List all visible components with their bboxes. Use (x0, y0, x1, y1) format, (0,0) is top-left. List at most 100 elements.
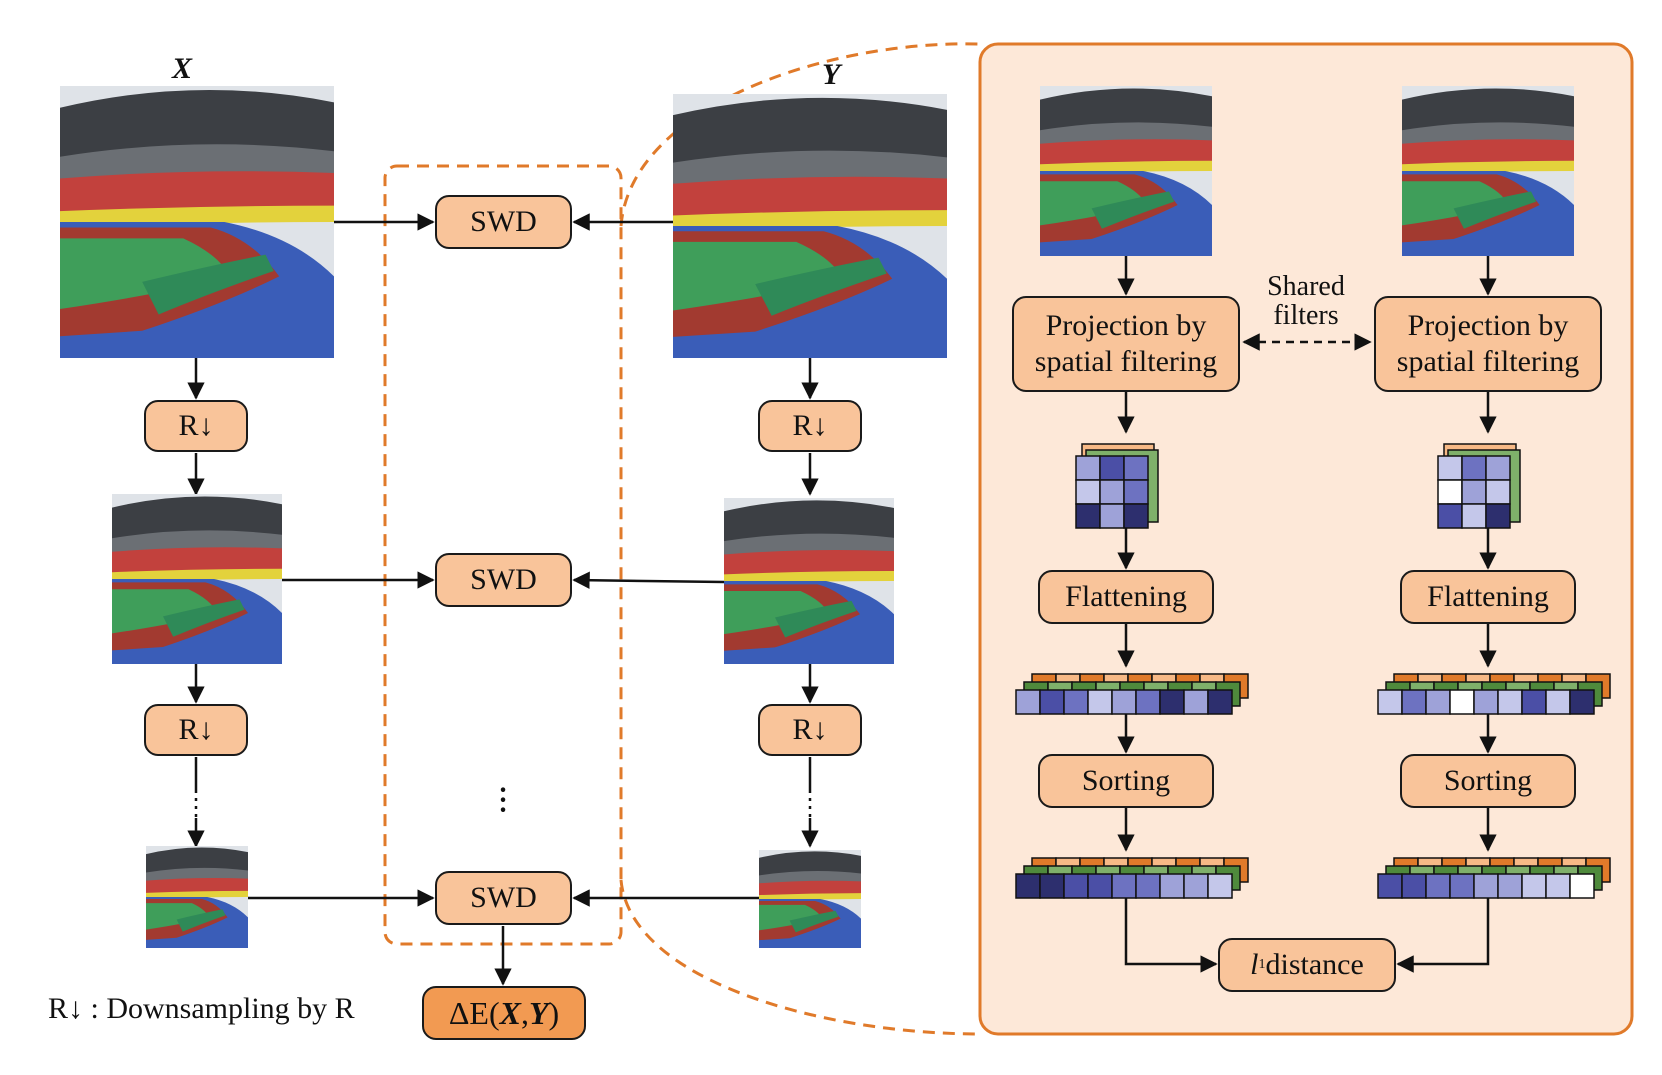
strip-cell-sorted-left (1183, 873, 1209, 899)
feature-cell-left (1123, 479, 1149, 505)
strip-cell-flat-left (1183, 689, 1209, 715)
result-x: X (499, 994, 521, 1031)
zoom-curve-bottom (619, 879, 981, 1036)
strip-cell-flat-left (1207, 689, 1233, 715)
shared-line1: Shared (1267, 271, 1345, 302)
result-comma: , (520, 994, 529, 1031)
feature-map-layer (1015, 443, 1611, 899)
strip-cell-flat-right (1497, 689, 1523, 715)
image-detail-y (1402, 86, 1574, 256)
image-x-down1 (112, 494, 282, 664)
strip-cell-flat-right (1473, 689, 1499, 715)
feature-cell-left (1075, 455, 1101, 481)
image-x (60, 86, 334, 358)
strip-cell-flat-left (1087, 689, 1113, 715)
image-y-down2 (759, 850, 861, 948)
projection-node-left: Projection by spatial filtering (1012, 296, 1240, 392)
strip-cell-flat-right (1377, 689, 1403, 715)
strip-cell-flat-right (1569, 689, 1595, 715)
strip-cell-sorted-left (1135, 873, 1161, 899)
result-delta-e: ΔE(X,Y) (422, 986, 586, 1040)
strip-cell-flat-right (1449, 689, 1475, 715)
shared-line2: filters (1273, 300, 1339, 332)
strip-cell-sorted-left (1111, 873, 1137, 899)
strip-cell-flat-left (1111, 689, 1137, 715)
label-x: X (172, 52, 193, 85)
strip-cell-flat-right (1545, 689, 1571, 715)
strip-cell-flat-left (1159, 689, 1185, 715)
l1-letter: l (1250, 948, 1259, 981)
zoom-curve (619, 42, 981, 227)
legend-downsampling: R↓ : Downsampling by R (48, 992, 355, 1025)
swd-ellipsis: ··· (498, 775, 508, 826)
strip-cell-sorted-right (1401, 873, 1427, 899)
feature-cell-right (1485, 503, 1511, 529)
feature-cell-right (1461, 479, 1487, 505)
downsample-x-2: R↓ (144, 704, 248, 756)
swd-node-3: SWD (435, 871, 572, 925)
l1-index: 1 (1258, 956, 1266, 972)
result-prefix: ΔE( (448, 994, 500, 1031)
feature-cell-left (1123, 503, 1149, 529)
feature-cell-right (1461, 455, 1487, 481)
feature-cell-left (1099, 479, 1125, 505)
feature-cell-left (1075, 479, 1101, 505)
image-y (673, 94, 947, 358)
l1-rest: distance (1265, 948, 1364, 981)
swd-node-2: SWD (435, 553, 572, 607)
projection-node-right: Projection by spatial filtering (1374, 296, 1602, 392)
projection-right-line2: spatial filtering (1396, 345, 1580, 378)
detail-arrow-l1-right (1396, 893, 1490, 973)
strip-cell-sorted-left (1015, 873, 1041, 899)
image-y-down1 (724, 498, 894, 664)
image-x-down2 (146, 846, 248, 948)
feature-cell-right (1437, 503, 1463, 529)
swd-node-1: SWD (435, 195, 572, 249)
strip-cell-sorted-right (1449, 873, 1475, 899)
feature-cell-right (1437, 479, 1463, 505)
result-y: Y (528, 994, 549, 1031)
strip-cell-sorted-right (1425, 873, 1451, 899)
feature-cell-left (1099, 455, 1125, 481)
sorting-node-left: Sorting (1038, 754, 1214, 808)
strip-cell-sorted-left (1087, 873, 1113, 899)
downsample-y-1: R↓ (758, 400, 862, 452)
sorting-node-right: Sorting (1400, 754, 1576, 808)
strip-cell-flat-right (1425, 689, 1451, 715)
shared-filters-label: Shared filters (1251, 272, 1361, 331)
strip-cell-flat-left (1015, 689, 1041, 715)
strip-cell-sorted-left (1039, 873, 1065, 899)
downsample-x-1: R↓ (144, 400, 248, 452)
strip-cell-flat-left (1135, 689, 1161, 715)
projection-right-line1: Projection by (1407, 309, 1569, 342)
feature-cell-right (1437, 455, 1463, 481)
result-suffix: ) (548, 994, 560, 1031)
arrow-y-swd2 (572, 571, 725, 589)
image-detail-x (1040, 86, 1212, 256)
flattening-node-left: Flattening (1038, 570, 1214, 624)
feature-cell-right (1461, 503, 1487, 529)
strip-cell-flat-left (1039, 689, 1065, 715)
strip-cell-sorted-right (1497, 873, 1523, 899)
feature-cell-left (1075, 503, 1101, 529)
strip-cell-sorted-left (1159, 873, 1185, 899)
flattening-node-right: Flattening (1400, 570, 1576, 624)
strip-cell-sorted-right (1521, 873, 1547, 899)
strip-cell-flat-right (1521, 689, 1547, 715)
strip-cell-sorted-left (1063, 873, 1089, 899)
detail-arrow-l1-left (1124, 893, 1218, 973)
feature-cell-right (1485, 455, 1511, 481)
strip-cell-sorted-right (1569, 873, 1595, 899)
feature-cell-left (1123, 455, 1149, 481)
strip-cell-flat-left (1063, 689, 1089, 715)
projection-left-line1: Projection by (1045, 309, 1207, 342)
strip-cell-sorted-right (1377, 873, 1403, 899)
strip-cell-flat-right (1401, 689, 1427, 715)
feature-cell-right (1485, 479, 1511, 505)
label-y: Y (822, 58, 841, 91)
strip-cell-sorted-right (1545, 873, 1571, 899)
strip-cell-sorted-left (1207, 873, 1233, 899)
strip-cell-sorted-right (1473, 873, 1499, 899)
